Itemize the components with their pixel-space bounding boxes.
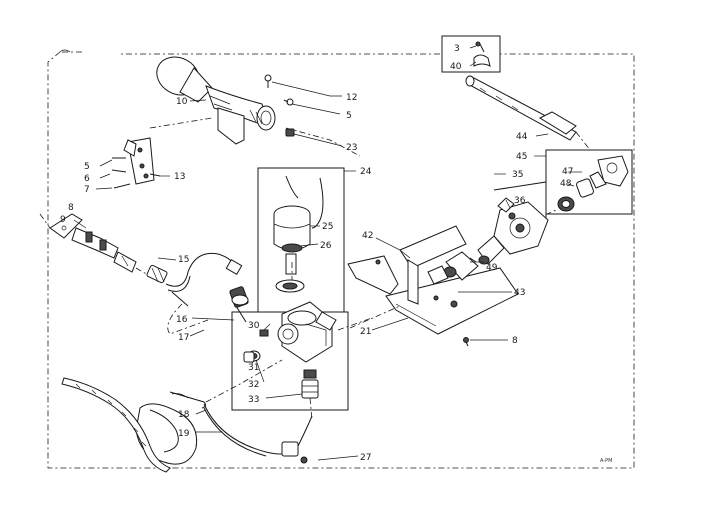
- leader-lines: [73, 45, 582, 461]
- valve-body: [277, 301, 337, 363]
- screw-36: [508, 212, 516, 220]
- callout-47: 47: [562, 167, 573, 177]
- callout-30: 30: [248, 321, 260, 331]
- drawing-code: A-PM: [600, 458, 612, 464]
- callout-8-left: 8: [68, 203, 74, 213]
- centerline-lower: [205, 359, 283, 403]
- callout-6: 6: [84, 174, 90, 184]
- clip-27: [281, 415, 313, 464]
- mounting-bracket-21: [347, 225, 519, 335]
- screw-12: [264, 74, 272, 88]
- screw-5-upper: [283, 98, 294, 106]
- centerline-valve: [291, 262, 373, 331]
- callout-44: 44: [516, 132, 528, 142]
- centerline-16: [167, 303, 209, 335]
- callout-27: 27: [360, 453, 371, 463]
- callout-17: 17: [178, 333, 189, 343]
- solenoid-25: [273, 175, 324, 253]
- callout-25: 25: [322, 222, 333, 232]
- callout-33: 33: [248, 395, 259, 405]
- fitting-49: [477, 235, 505, 265]
- callout-labels: 10 12 5 23 5 6 7 13 8 9 15 16 17 24 25 2…: [60, 44, 612, 464]
- callout-42: 42: [362, 231, 373, 241]
- callout-7: 7: [84, 185, 90, 195]
- boundary-notch: [59, 49, 71, 53]
- callout-5-left: 5: [84, 162, 90, 172]
- callout-49: 49: [486, 263, 498, 273]
- callout-35: 35: [512, 170, 523, 180]
- callout-48: 48: [560, 179, 572, 189]
- connector-16: [229, 286, 249, 323]
- regulator-35: [493, 197, 549, 255]
- tubing-19: [203, 403, 291, 457]
- callout-31: 31: [248, 363, 259, 373]
- fitting-15-right: [225, 258, 243, 276]
- thermocouple-tube: [165, 252, 237, 287]
- callout-40: 40: [450, 62, 462, 72]
- callout-18: 18: [178, 410, 190, 420]
- callout-15: 15: [178, 255, 189, 265]
- centerline-orifice: [39, 213, 151, 277]
- nut-48: [557, 196, 575, 212]
- callout-43: 43: [514, 288, 525, 298]
- valve-42: [427, 251, 479, 285]
- screw-8-lower: [463, 337, 469, 347]
- callout-12: 12: [346, 93, 357, 103]
- screw-30: [259, 329, 269, 337]
- group-box-3-40: [441, 35, 501, 73]
- clip-40: [473, 41, 491, 67]
- centerline-bracket: [149, 117, 213, 129]
- callout-36: 36: [514, 196, 526, 206]
- thermocouple-coil: [61, 377, 171, 473]
- bracket-left: [111, 137, 161, 189]
- callout-23: 23: [346, 143, 357, 153]
- rod-44: [465, 75, 591, 151]
- callout-19: 19: [178, 429, 190, 439]
- callout-21: 21: [360, 327, 371, 337]
- nut-23: [285, 128, 295, 137]
- callout-3: 3: [454, 44, 460, 54]
- plunger-26: [275, 253, 305, 293]
- fitting-47: [576, 178, 594, 198]
- callout-9: 9: [60, 215, 66, 225]
- callout-26: 26: [320, 241, 332, 251]
- centerline-burner: [285, 127, 361, 157]
- fitting-33: [301, 369, 319, 421]
- callout-32: 32: [248, 380, 259, 390]
- thermocouple-fitting-15: [146, 264, 168, 284]
- elbow-45: [589, 155, 629, 189]
- callout-10: 10: [176, 97, 188, 107]
- callout-13: 13: [174, 172, 185, 182]
- callout-5-upper: 5: [346, 111, 352, 121]
- burner-tube-10: [156, 56, 276, 145]
- callout-45: 45: [516, 152, 527, 162]
- callout-16: 16: [176, 315, 188, 325]
- pilot-tube-18: [169, 391, 207, 409]
- bracket-35: [493, 181, 547, 226]
- centerline-21: [349, 305, 401, 329]
- callout-24: 24: [360, 167, 372, 177]
- assembly-boundary: [47, 51, 635, 469]
- fitting-32: [243, 351, 255, 363]
- callout-8-lower: 8: [512, 336, 518, 346]
